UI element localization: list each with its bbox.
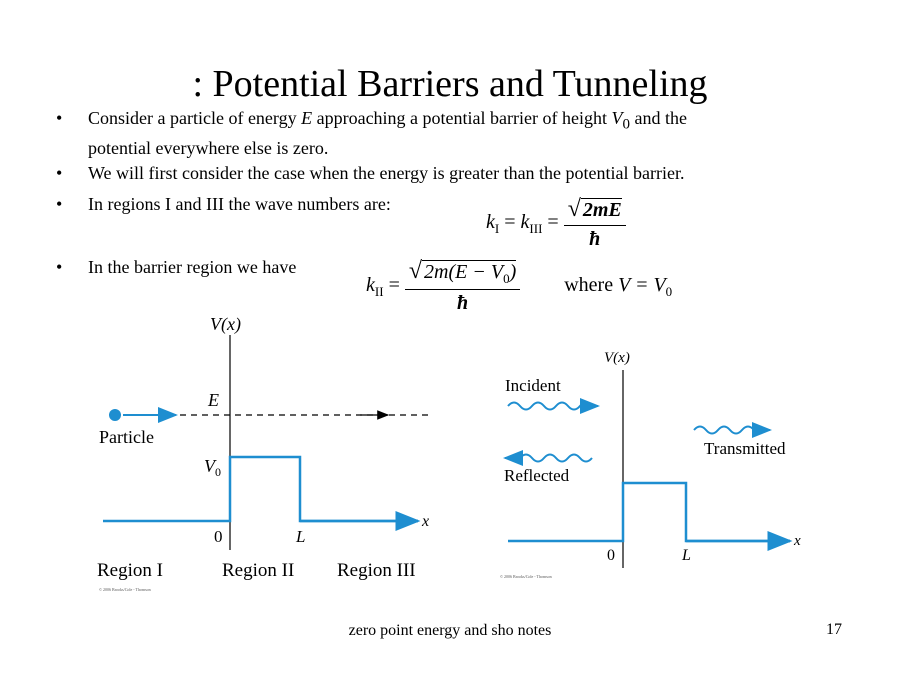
bullet-marker: • — [56, 163, 63, 183]
slide-footer: zero point energy and sho notes — [348, 622, 552, 639]
left-copyright: © 2006 Brooks/Cole - Thomson — [99, 587, 151, 592]
bullet-1-var-v: V — [611, 108, 623, 128]
slide-title: : Potential Barriers and Tunneling — [192, 63, 708, 105]
equation-k2: kII = √2m(E − V0) ħ where V = V0 — [366, 258, 673, 315]
region-2-label: Region II — [222, 560, 294, 581]
right-ylabel: V(x) — [604, 350, 630, 366]
bullet-1-var-e: E — [301, 108, 313, 128]
bullet-1-sub: 0 — [622, 116, 630, 133]
right-x-label: x — [793, 533, 801, 549]
bullet-marker: • — [56, 194, 63, 214]
left-l-label: L — [295, 527, 305, 546]
eq1-fraction: √2mE ħ — [563, 196, 626, 251]
bullet-marker: • — [56, 257, 63, 277]
page-number: 17 — [826, 621, 842, 638]
incident-wave — [507, 401, 587, 411]
bullet-1: Consider a particle of energy E approach… — [88, 107, 818, 160]
bullet-1-line-2: potential everywhere else is zero. — [88, 137, 329, 158]
left-potential-curve — [103, 455, 418, 523]
left-ylabel: V(x) — [210, 314, 241, 335]
left-origin-label: 0 — [214, 527, 223, 546]
bullet-1-text-c: and the — [629, 108, 687, 128]
transmitted-wave — [693, 425, 755, 435]
v0-label: V0 — [204, 456, 221, 479]
bullet-4: In the barrier region we have — [88, 257, 297, 277]
incident-label: Incident — [505, 376, 561, 395]
left-x-label: x — [421, 513, 429, 530]
region-1-label: Region I — [97, 560, 163, 581]
right-l-label: L — [681, 547, 691, 564]
region-3-label: Region III — [337, 560, 416, 581]
right-potential-curve — [508, 481, 790, 543]
energy-label: E — [207, 390, 219, 410]
bullet-marker: • — [56, 108, 63, 128]
bullet-1-text-b: approaching a potential barrier of heigh… — [312, 108, 612, 128]
equation-k1-k3: kI = kIII = √2mE ħ — [486, 196, 626, 251]
particle-label: Particle — [99, 427, 154, 447]
bullet-3: In regions I and III the wave numbers ar… — [88, 194, 391, 214]
right-origin-label: 0 — [607, 547, 615, 564]
reflected-label: Reflected — [504, 466, 570, 485]
transmitted-label: Transmitted — [704, 439, 786, 458]
bullet-2: We will first consider the case when the… — [88, 163, 685, 183]
reflected-wave — [519, 453, 593, 463]
right-copyright: © 2006 Brooks/Cole - Thomson — [500, 574, 552, 579]
eq2-fraction: √2m(E − V0) ħ — [404, 258, 521, 315]
particle-dot — [109, 409, 121, 421]
bullet-1-text-a: Consider a particle of energy — [88, 108, 302, 128]
